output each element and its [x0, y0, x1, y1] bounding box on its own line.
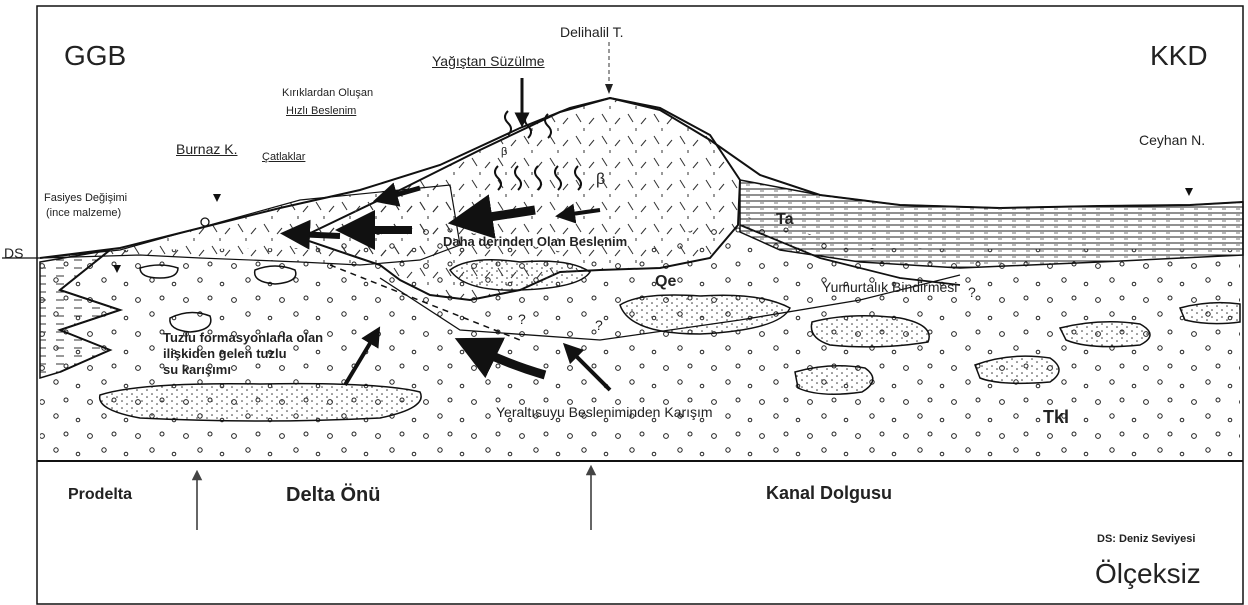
- lens-6: [1180, 303, 1240, 324]
- question-mark-3: ?: [968, 285, 976, 299]
- cracks-label: Çatlaklar: [262, 152, 305, 163]
- zone-channel-fill: Kanal Dolgusu: [766, 484, 892, 502]
- legend-unscaled: Ölçeksiz: [1095, 560, 1201, 588]
- tkl-label: Tkl: [1043, 408, 1069, 426]
- qe-label: Qe: [655, 274, 676, 290]
- thrust-label: Yumurtalık Bindirmesi: [822, 280, 957, 294]
- ta-label: Ta: [776, 212, 793, 228]
- question-mark-1: ?: [518, 312, 526, 326]
- rainfall-label: Yağıştan Süzülme: [432, 54, 545, 68]
- facies-label-1: Fasiyes Değişimi: [44, 193, 127, 204]
- deep-recharge-label: Daha derinden Olan Beslenim: [443, 235, 627, 248]
- burnaz-label: Burnaz K.: [176, 142, 237, 156]
- delihalil-tip: [605, 84, 613, 94]
- sea-level-label: DS: [4, 246, 23, 260]
- delihalil-label: Delihalil T.: [560, 25, 624, 39]
- question-mark-2: ?: [595, 318, 603, 332]
- saline-label-1: Tuzlu formasyonlarla olan: [163, 331, 323, 344]
- beta-1: β: [501, 147, 507, 158]
- fracture-recharge-label-2: Hızlı Beslenim: [286, 106, 356, 117]
- lens-2: [811, 316, 929, 347]
- zone-delta-front: Delta Önü: [286, 485, 380, 505]
- facies-label-2: (ince malzeme): [46, 208, 121, 219]
- well-symbol: [201, 218, 209, 226]
- saline-label-3: su karışımı: [163, 363, 231, 376]
- orientation-left: GGB: [64, 42, 126, 70]
- groundwater-mixing-label: Yeraltısuyu Besleniminden Karışım: [496, 405, 713, 419]
- saline-lens: [100, 384, 421, 421]
- ceyhan-label: Ceyhan N.: [1139, 133, 1205, 147]
- zone-prodelta: Prodelta: [68, 487, 132, 503]
- lens-4: [795, 366, 873, 395]
- saline-label-2: ilişkiden gelen tuzlu: [163, 347, 287, 360]
- orientation-right: KKD: [1150, 42, 1208, 70]
- fracture-arrow-2: [295, 234, 340, 236]
- fracture-recharge-label-1: Kırıklardan Oluşan: [282, 88, 373, 99]
- beta-2: β: [596, 172, 605, 188]
- legend-ds-note: DS: Deniz Seviyesi: [1097, 534, 1195, 545]
- water-level-marker-1: [213, 194, 221, 202]
- water-level-marker-2: [1185, 188, 1193, 196]
- lens-5: [1060, 322, 1150, 347]
